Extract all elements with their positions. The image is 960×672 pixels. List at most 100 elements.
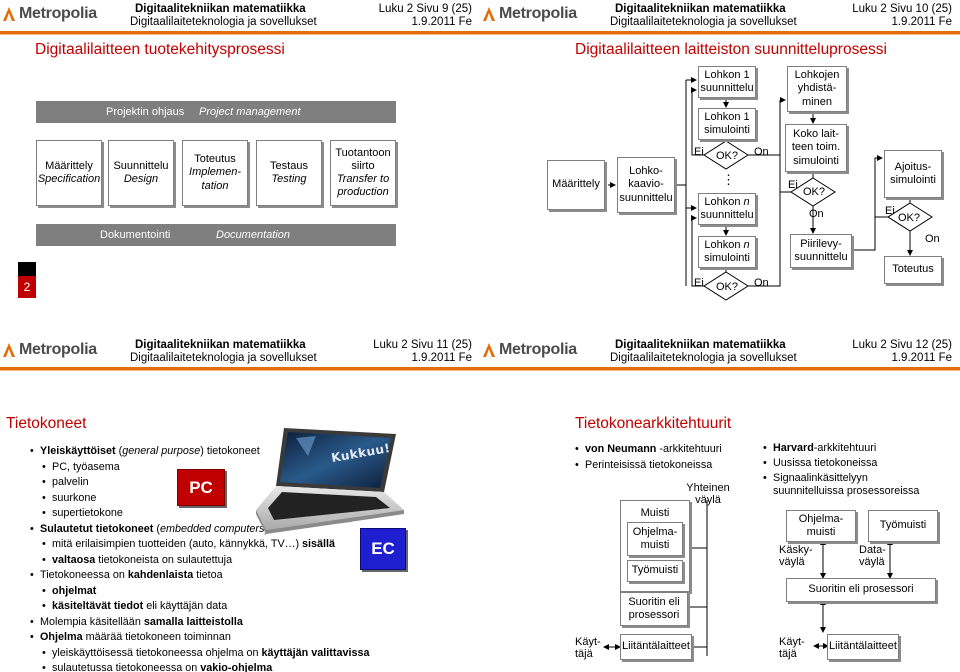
list-item: Harvard-arkkitehtuuri — [763, 442, 933, 455]
list-item: supertietokone — [30, 506, 370, 522]
box-text: Koko lait- teen toim. simulointi — [791, 128, 841, 167]
course-subtitle: Digitaalilaiteteknologia ja sovellukset — [130, 352, 317, 364]
decision-ok-3: OK? — [898, 212, 921, 224]
bullet-text-run: käsiteltävät tiedot — [52, 600, 144, 612]
hv-data-bus-label: Data- väylä — [859, 544, 886, 568]
slide-title: Digitaalilaitteen tuotekehitysprosessi — [35, 41, 285, 58]
hv-user-label: Käyt- täjä — [779, 636, 805, 660]
flow-block-diagram-design: Lohko- kaavio- suunnittelu — [617, 157, 675, 213]
bullet-text-run: ( — [115, 445, 123, 457]
box-text: Lohkojen yhdistä- minen — [794, 69, 840, 108]
laptop-icon — [256, 428, 404, 534]
documentation-band: Dokumentointi Documentation — [36, 224, 396, 246]
computers-bullet-list: Yleiskäyttöiset (general purpose) tietok… — [30, 444, 370, 672]
bullet-text-run: eli käyttäjän data — [143, 600, 228, 612]
decision-ok-n: OK? — [716, 281, 739, 293]
decision-ei-n: Ei — [694, 277, 704, 289]
decision-on-3: On — [925, 233, 940, 245]
box-text: Piirilevy- suunnittelu — [794, 237, 848, 263]
bullet-text-run: valtaosa — [52, 553, 96, 566]
box-text: Suoritin eli prosessori — [628, 595, 680, 621]
bullet-text-run: Perinteisissä tietokoneissa — [585, 458, 713, 471]
bullet-text-run: samalla laitteistolla — [143, 615, 243, 628]
box-text: Työmuisti — [631, 564, 679, 577]
list-item: Uusissa tietokoneissa — [763, 457, 933, 470]
flow-specification: Määrittely — [547, 160, 605, 210]
box-text: Määrittely — [552, 178, 600, 191]
bullet-text-run: määrää tietokoneen toiminnan — [82, 631, 231, 643]
box-text: Suoritin eli prosessori — [808, 583, 914, 596]
list-item: yleiskäyttöisessä tietokoneessa ohjelma … — [30, 646, 370, 662]
bullet-text-run: käyttäjän valittavissa — [261, 646, 370, 659]
bullet-text-run: general purpose — [122, 445, 201, 457]
course-subtitle: Digitaalilaiteteknologia ja sovellukset — [610, 352, 797, 364]
course-subtitle: Digitaalilaiteteknologia ja sovellukset — [610, 16, 797, 28]
list-item: Perinteisissä tietokoneissa — [575, 458, 722, 474]
hv-processor: Suoritin eli prosessori — [786, 578, 936, 602]
decision-on-1: On — [754, 146, 769, 158]
metropolia-logo: Metropolia — [482, 340, 577, 362]
bullet-text-run: Tietokoneessa on — [40, 569, 128, 581]
bullet-text-run: vakio-ohjelma — [200, 662, 273, 672]
metropolia-logo: Metropolia — [2, 340, 97, 362]
box-text: Lohkon — [704, 238, 744, 251]
slide-date: 1.9.2011 Fe — [411, 352, 472, 364]
header-rule-light — [0, 34, 480, 35]
flow-timing-simulation: Ajoitus- simulointi — [884, 150, 942, 198]
course-title: Digitaalitekniikan matematiikka — [135, 3, 306, 15]
list-item: sulautetussa tietokoneessa on vakio-ohje… — [30, 661, 370, 672]
slide-header: Metropolia Digitaalitekniikan matematiik… — [480, 0, 960, 47]
course-title: Digitaalitekniikan matematiikka — [615, 339, 786, 351]
decision-on-2: On — [809, 208, 824, 220]
slide-date: 1.9.2011 Fe — [411, 16, 472, 28]
metropolia-logo: Metropolia — [482, 4, 577, 26]
list-item: von Neumann -arkkitehtuuri — [575, 442, 722, 458]
vn-program-memory: Ohjelma- muisti — [627, 522, 683, 556]
stage-fi: Testaus — [270, 159, 308, 172]
box-text: Liitäntälaitteet — [622, 640, 690, 653]
hv-instruction-bus-label: Käsky- väylä — [779, 544, 813, 568]
list-item: Molempia käsitellään samalla laitteistol… — [30, 615, 370, 631]
box-text: Lohko- kaavio- suunnittelu — [619, 165, 673, 204]
slide-title: Tietokoneet — [6, 415, 87, 432]
decision-ei-1: Ei — [694, 146, 704, 158]
metropolia-logo-icon — [483, 7, 495, 21]
slide-title: Tietokonearkkitehtuurit — [575, 415, 732, 432]
metropolia-logo: Metropolia — [2, 4, 97, 26]
stage-en: Transfer to production — [336, 173, 390, 199]
box-text: Lohkon 1 suunnittelu — [700, 68, 754, 94]
slide-number: Luku 2 Sivu 9 (25) — [378, 3, 472, 15]
pc-badge: PC — [177, 469, 225, 506]
box-text: Lohkon 1 simulointi — [704, 110, 750, 136]
list-item: Ohjelma määrää tietokoneen toiminnan — [30, 630, 370, 646]
course-subtitle: Digitaalilaiteteknologia ja sovellukset — [130, 16, 317, 28]
list-item: Tietokoneessa on kahdenlaista tietoa — [30, 568, 370, 584]
page-marker: 2 — [18, 262, 36, 298]
bullet-text-run: suurkone — [52, 491, 97, 504]
bullet-text-run: ( — [153, 522, 160, 535]
list-item: Yleiskäyttöiset (general purpose) tietok… — [30, 444, 370, 460]
course-title: Digitaalitekniikan matematiikka — [615, 3, 786, 15]
logo-text: Metropolia — [19, 341, 97, 358]
header-rule — [0, 367, 480, 370]
decision-on-n: On — [754, 277, 769, 289]
header-rule — [480, 31, 960, 34]
flow-full-device-simulation: Koko lait- teen toim. simulointi — [785, 124, 847, 172]
vn-io-devices: Liitäntälaitteet — [620, 634, 692, 660]
logo-text: Metropolia — [499, 5, 577, 22]
slide-11: Metropolia Digitaalitekniikan matematiik… — [0, 336, 480, 672]
box-text-italic: n — [743, 195, 750, 208]
slide-number: Luku 2 Sivu 10 (25) — [852, 3, 952, 15]
list-item: Sulautetut tietokoneet (embedded compute… — [30, 522, 370, 538]
header-rule-light — [0, 370, 480, 371]
band-label-fi: Projektin ohjaus — [106, 106, 185, 118]
list-item: valtaosa tietokoneista on sulautettuja — [30, 553, 370, 569]
bullet-text-run: mitä erilaisimpien tuotteiden (auto, kän… — [52, 538, 303, 550]
flow-pcb-design: Piirilevy- suunnittelu — [790, 234, 852, 268]
stage-en: Design — [123, 173, 159, 185]
bullet-text-run: sulautetussa tietokoneessa on — [52, 662, 201, 672]
box-text: Ohjelma- muisti — [632, 525, 678, 551]
